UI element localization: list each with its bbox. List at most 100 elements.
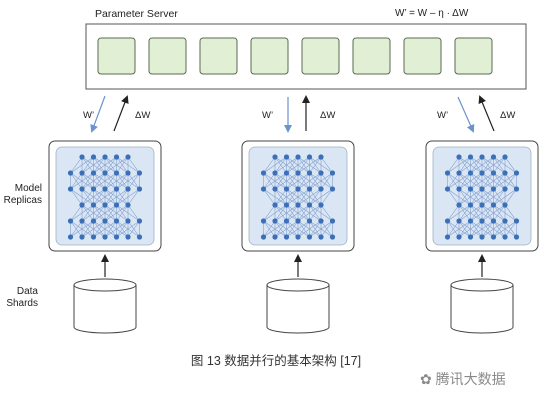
neuron-node <box>272 234 278 240</box>
neuron-node <box>318 234 324 240</box>
neuron-node <box>467 234 474 240</box>
neuron-node <box>456 234 462 240</box>
neuron-node <box>444 186 451 192</box>
watermark: ✿ 腾讯大数据 <box>420 371 506 387</box>
neuron-node <box>102 186 108 192</box>
network-edge <box>470 188 483 206</box>
neuron-node <box>306 218 313 224</box>
neuron-node <box>67 170 74 176</box>
network-edge <box>116 204 129 222</box>
network-edge <box>481 188 506 206</box>
neuron-node <box>125 154 131 160</box>
network-edge <box>263 172 276 190</box>
figure-caption: 图 13 数据并行的基本架构 [17] <box>190 354 362 368</box>
network-edge <box>504 172 517 190</box>
data-shard-top <box>73 278 137 292</box>
neuron-node <box>306 186 313 192</box>
network-edge <box>70 156 83 174</box>
neuron-node <box>79 202 85 208</box>
network-edge <box>93 188 106 206</box>
neuron-node <box>306 154 313 160</box>
network-edge <box>481 220 506 238</box>
network-edge <box>447 172 471 190</box>
network-edge <box>493 172 506 190</box>
network-edge <box>320 188 333 206</box>
network-edge <box>274 172 299 190</box>
neuron-node <box>479 154 485 160</box>
parameter-shard <box>403 37 442 75</box>
neuron-node <box>90 202 97 208</box>
neuron-node <box>467 218 474 224</box>
neuron-node <box>490 186 497 192</box>
network-edge <box>493 220 506 238</box>
wechat-logo-icon: ✿ <box>420 371 436 387</box>
network-edge <box>458 188 471 206</box>
network-edge <box>286 172 310 190</box>
network-edge <box>481 172 506 190</box>
neuron-node <box>318 202 324 208</box>
neuron-node <box>272 218 278 224</box>
neuron-node <box>272 202 278 208</box>
network-edge <box>470 156 483 174</box>
neuron-node <box>102 154 108 160</box>
data-shard-top <box>266 278 330 292</box>
network-edge <box>93 204 106 222</box>
network-edge <box>81 204 94 222</box>
network-edge <box>116 220 129 238</box>
parameter-shard <box>352 37 391 75</box>
neuron-node <box>479 186 485 192</box>
network-edge <box>297 188 322 206</box>
network-edge <box>274 204 299 222</box>
network-edge <box>93 172 117 190</box>
neuron-node <box>79 154 85 160</box>
neuron-node <box>479 218 485 224</box>
network-edge <box>309 156 322 174</box>
network-edge <box>81 172 94 190</box>
parameter-shard <box>454 37 493 75</box>
data-shard-cylinder <box>266 285 330 334</box>
network-edge <box>104 220 129 238</box>
model-replica <box>241 140 355 334</box>
data-shards-label: Data Shards <box>0 286 38 310</box>
network-edge <box>447 188 460 206</box>
neuron-node <box>479 202 485 208</box>
network-edge <box>263 156 276 174</box>
weights-down-arrow <box>90 95 106 133</box>
network-edge <box>70 220 83 238</box>
neuron-node <box>502 186 508 192</box>
neuron-node <box>490 234 497 240</box>
data-label-line1: Data <box>16 286 38 297</box>
network-edge <box>274 220 287 238</box>
network-edge <box>263 204 276 222</box>
network-edge <box>493 220 517 238</box>
neuron-node <box>260 218 267 224</box>
parameter-shard <box>301 37 340 75</box>
network-edge <box>104 172 117 190</box>
network-edge <box>263 204 287 222</box>
neuron-node <box>136 234 143 240</box>
neuron-node <box>318 170 324 176</box>
network-edge <box>458 156 471 174</box>
network-edge <box>493 156 506 174</box>
neuron-node <box>90 154 97 160</box>
neuron-node <box>283 170 290 176</box>
network-edge <box>481 156 506 174</box>
neuron-node <box>125 218 131 224</box>
network-edge <box>116 172 129 190</box>
w-prime-label-1: W’ <box>83 110 95 121</box>
neuron-node <box>113 170 120 176</box>
network-edge <box>127 172 140 190</box>
neuron-node <box>502 234 508 240</box>
network-edge <box>93 220 117 238</box>
network-edge <box>458 172 483 190</box>
neuron-node <box>329 170 336 176</box>
network-edge <box>286 188 299 206</box>
network-edge <box>104 172 129 190</box>
neuron-node <box>136 186 143 192</box>
neuron-node <box>102 218 108 224</box>
network-edge <box>70 172 83 190</box>
parameter-shard <box>148 37 187 75</box>
network-edge <box>93 172 106 190</box>
neuron-node <box>502 170 508 176</box>
network-edge <box>116 220 140 238</box>
